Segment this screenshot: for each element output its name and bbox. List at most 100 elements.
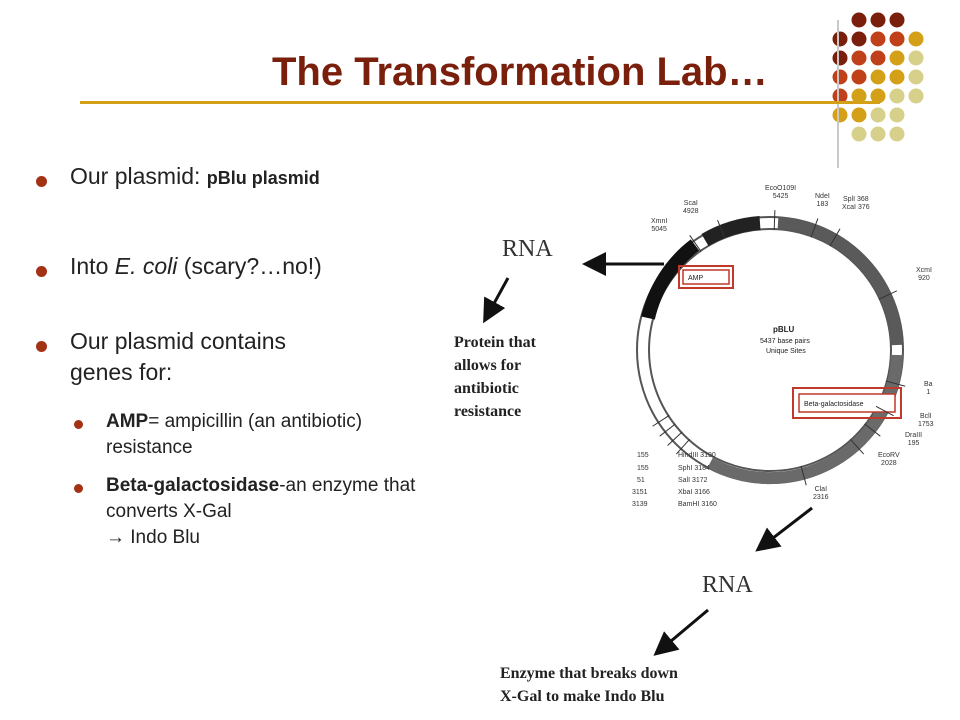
amp-box-label: AMP: [688, 275, 704, 282]
rna-label-bottom: RNA: [702, 572, 753, 598]
site-label: 155: [637, 465, 649, 472]
site-tick: [689, 235, 702, 252]
sub-bullet-amp-bold: AMP: [106, 411, 149, 432]
site-label: 51: [637, 477, 645, 484]
decorative-dot: [851, 88, 867, 104]
title-rule: [80, 101, 880, 104]
sub-bullet-amp-rest: = ampicillin (an antibiotic) resistance: [106, 411, 363, 458]
site-label: SalI 3172: [678, 477, 708, 484]
plasmid-segment-black-top: [701, 216, 761, 247]
enzyme-note: Enzyme that breaks down X-Gal to make In…: [500, 665, 678, 705]
site-tick: [652, 414, 670, 427]
sub-bullet-beta-rest: -an enzyme that converts X-Gal: [106, 475, 416, 522]
decorative-dot: [851, 50, 867, 66]
sub-bullet-dot: [74, 484, 83, 493]
sub-bullet-beta: Beta-galactosidase-an enzyme that conver…: [106, 473, 436, 551]
site-tick: [773, 210, 776, 231]
site-label: 3139: [632, 501, 648, 508]
site-tick: [829, 228, 841, 247]
plasmid-segment-gray-lower: [707, 354, 903, 485]
site-tick: [885, 380, 906, 387]
bullet-contains-line2: genes for:: [70, 359, 173, 385]
decorative-dot: [832, 88, 848, 104]
decorative-dot: [870, 50, 886, 66]
decorative-dot: [851, 12, 867, 28]
decorative-dot: [908, 88, 924, 104]
site-tick: [659, 423, 676, 437]
beta-box-outer: [792, 387, 902, 419]
decorative-dot: [832, 50, 848, 66]
bullet-dot: [36, 341, 47, 352]
site-tick: [717, 220, 726, 239]
plasmid-map: AMP Beta-galactosidase pBLU 5437 base pa…: [636, 210, 906, 486]
decorative-dot: [870, 88, 886, 104]
site-label: SphI 3184: [678, 465, 710, 472]
decorative-dot: [889, 126, 905, 142]
decorative-dot: [851, 31, 867, 47]
plasmid-name: pBLU: [773, 325, 795, 334]
bullet-ecoli-pre: Into: [70, 253, 115, 279]
rna-label-top: RNA: [502, 236, 553, 262]
sub-bullet-dot: [74, 420, 83, 429]
bullet-dot: [36, 266, 47, 277]
arrow-rna-to-protein: [483, 277, 510, 324]
bullet-ecoli-italic: E. coli: [114, 253, 178, 279]
bullet-plasmid-bold: pBlu plasmid: [206, 168, 320, 188]
amp-box-outer: [678, 265, 734, 289]
bullet-dot: [36, 176, 47, 187]
decorative-dot: [851, 69, 867, 85]
arrow-glyph: →: [106, 527, 125, 548]
site-tick: [849, 438, 865, 455]
beta-box: [798, 393, 896, 413]
decorative-dot: [908, 69, 924, 85]
bullet-contains-line1: Our plasmid contains: [70, 328, 287, 354]
bullet-ecoli-post: (scary?…no!): [177, 253, 322, 279]
decorative-dot: [870, 69, 886, 85]
decorative-dot: [832, 69, 848, 85]
site-label: BamHI 3160: [678, 501, 717, 508]
decorative-dot: [889, 12, 905, 28]
decorative-dot: [870, 12, 886, 28]
decorative-dot: [851, 126, 867, 142]
plasmid-segment-black: [641, 239, 700, 320]
decorative-dot: [851, 107, 867, 123]
bullet-ecoli: Into E. coli (scary?…no!): [70, 253, 322, 280]
site-tick: [675, 438, 691, 455]
protein-note: Protein that allows for antibiotic resis…: [454, 334, 536, 420]
decorative-dot: [889, 107, 905, 123]
decorative-dot: [889, 88, 905, 104]
decorative-dot: [870, 31, 886, 47]
sub-bullet-beta-bold: Beta-galactosidase: [106, 475, 280, 496]
arrow-rna-to-enzyme: [653, 608, 709, 656]
site-tick: [878, 290, 898, 300]
site-tick: [810, 218, 819, 238]
sub-bullet-beta-line3: Indo Blu: [125, 527, 200, 548]
site-tick: [667, 431, 683, 446]
site-tick: [800, 465, 807, 486]
decorative-dot: [832, 31, 848, 47]
plasmid-segment-gray: [777, 217, 903, 346]
bullet-plasmid-text: Our plasmid:: [70, 163, 207, 189]
decorative-dot: [889, 50, 905, 66]
amp-box: [682, 269, 730, 285]
decorative-dot: [889, 31, 905, 47]
decorative-dot: [889, 69, 905, 85]
vertical-rule: [837, 20, 839, 168]
decorative-dot: [870, 107, 886, 123]
bullet-plasmid: Our plasmid: pBlu plasmid: [70, 163, 320, 190]
page-title: The Transformation Lab…: [272, 50, 768, 94]
decorative-dot: [870, 126, 886, 142]
decorative-dot-grid: [832, 12, 924, 142]
site-label: 155: [637, 452, 649, 459]
